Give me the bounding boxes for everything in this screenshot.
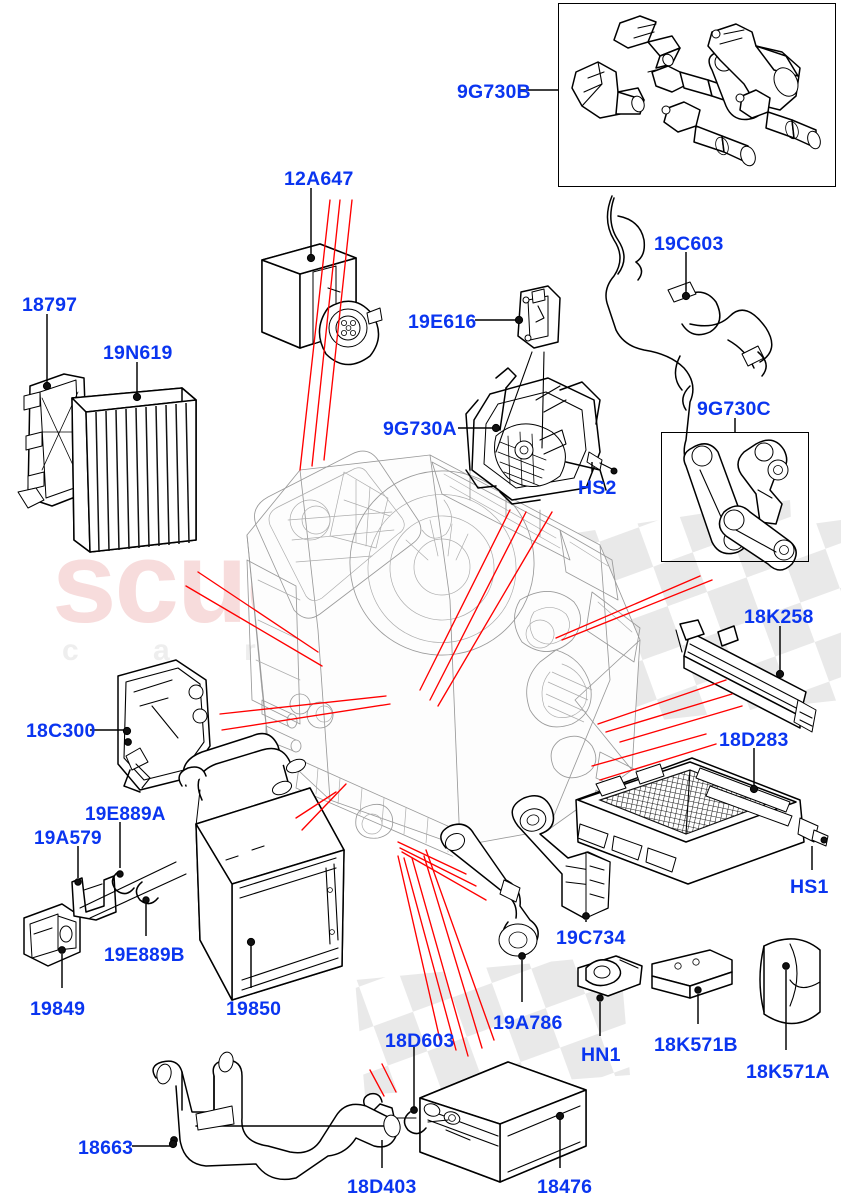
watermark-brand: scuderia bbox=[52, 517, 515, 647]
callout-9G730C[interactable]: 9G730C bbox=[697, 398, 771, 420]
callout-12A647[interactable]: 12A647 bbox=[284, 168, 354, 190]
callout-19A579[interactable]: 19A579 bbox=[34, 828, 102, 849]
callout-18D403[interactable]: 18D403 bbox=[347, 1176, 417, 1198]
part-19849-expansion-valve bbox=[23, 903, 81, 967]
part-18476-heater-matrix bbox=[419, 1061, 587, 1183]
callout-9G730A[interactable]: 9G730A bbox=[383, 418, 457, 440]
callout-19849[interactable]: 19849 bbox=[30, 998, 86, 1020]
part-19E889B-seal bbox=[135, 881, 159, 905]
callout-19850[interactable]: 19850 bbox=[226, 998, 282, 1020]
part-19E616-blend-actuator bbox=[517, 285, 561, 349]
part-19850-evaporator-core bbox=[178, 732, 345, 1001]
part-19A579-clip bbox=[71, 875, 117, 921]
part-19E889A-seal bbox=[111, 870, 135, 895]
callout-18K571A[interactable]: 18K571A bbox=[746, 1061, 830, 1083]
part-18K571A-insulation-cover bbox=[759, 938, 821, 1025]
callout-18K571B[interactable]: 18K571B bbox=[654, 1034, 738, 1056]
callout-19N619[interactable]: 19N619 bbox=[103, 342, 173, 364]
callout-HS2[interactable]: HS2 bbox=[578, 477, 617, 499]
part-18D603-seal bbox=[403, 1106, 427, 1135]
part-18K258-duct-rail bbox=[675, 619, 817, 733]
part-18C300-inlet-door-cover bbox=[117, 659, 211, 793]
callout-19E616[interactable]: 19E616 bbox=[408, 311, 477, 333]
red-highlight-leaders bbox=[185, 199, 743, 1097]
part-18797-access-cover bbox=[17, 373, 95, 509]
callout-18476[interactable]: 18476 bbox=[537, 1176, 593, 1198]
inset-box-9G730C bbox=[661, 432, 809, 562]
callout-18K258[interactable]: 18K258 bbox=[744, 606, 814, 628]
callout-18797[interactable]: 18797 bbox=[22, 294, 78, 316]
part-18D283-heater-core bbox=[575, 757, 829, 885]
callout-19C603[interactable]: 19C603 bbox=[654, 233, 724, 255]
callout-18D283[interactable]: 18D283 bbox=[719, 729, 789, 751]
part-19A786-suction-line bbox=[440, 823, 539, 960]
callout-18663[interactable]: 18663 bbox=[78, 1137, 134, 1159]
inset-box-9G730B bbox=[558, 3, 836, 187]
part-18D403-clip bbox=[363, 1092, 397, 1140]
part-18K571B-clamp bbox=[651, 949, 733, 999]
part-12A647-blower-motor bbox=[261, 243, 383, 366]
callout-18D603[interactable]: 18D603 bbox=[385, 1030, 455, 1052]
callout-HS1[interactable]: HS1 bbox=[790, 876, 829, 898]
callout-19A786[interactable]: 19A786 bbox=[493, 1012, 563, 1034]
callout-18C300[interactable]: 18C300 bbox=[26, 720, 96, 742]
part-18663-heater-hose bbox=[152, 1051, 401, 1181]
watermark-subtitle: c a r p a r t s bbox=[62, 634, 734, 667]
callout-19E889B[interactable]: 19E889B bbox=[104, 945, 185, 966]
callout-9G730B[interactable]: 9G730B bbox=[457, 81, 531, 103]
callout-19E889A[interactable]: 19E889A bbox=[85, 804, 166, 825]
callout-HN1[interactable]: HN1 bbox=[581, 1044, 621, 1066]
part-HN1-nut-clip bbox=[577, 955, 643, 1002]
part-19C734-pipe-bracket bbox=[511, 795, 611, 920]
hvac-main-housing-ghost bbox=[246, 450, 641, 863]
callout-19C734[interactable]: 19C734 bbox=[556, 927, 626, 949]
part-19N619-cabin-filter bbox=[71, 387, 197, 553]
